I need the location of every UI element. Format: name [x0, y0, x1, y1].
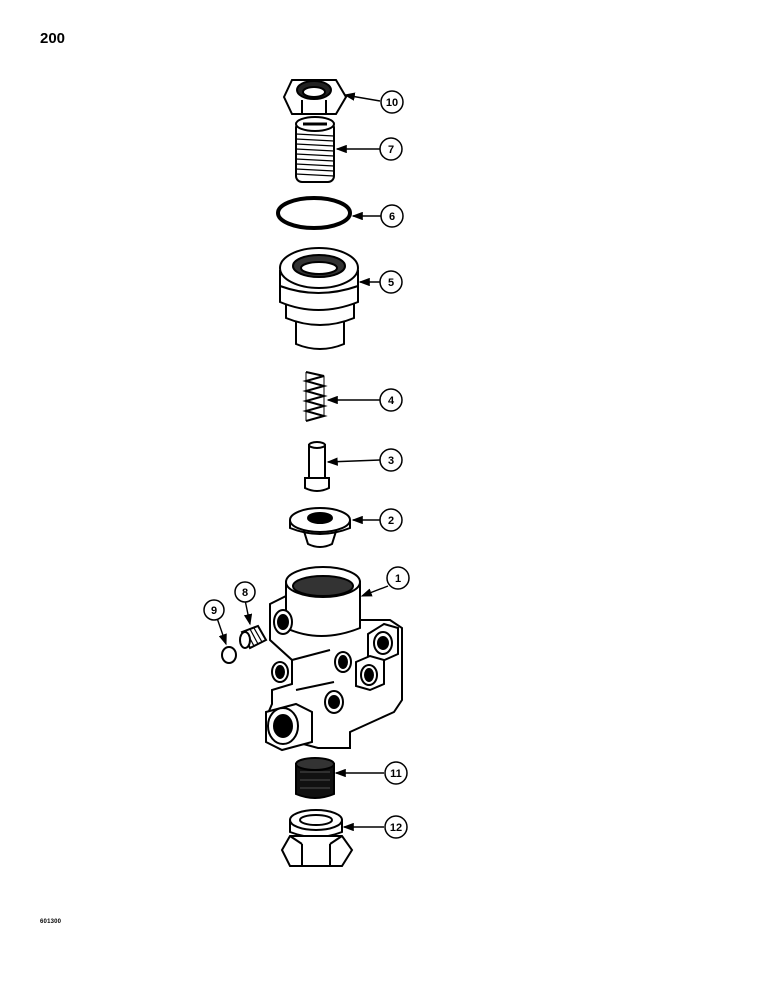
callout-2: 2 — [379, 508, 403, 532]
callout-10: 10 — [380, 90, 404, 114]
part-7-set-screw — [295, 116, 335, 183]
part-5-plug — [279, 247, 359, 350]
part-4-spring — [302, 371, 328, 422]
callout-1: 1 — [386, 566, 410, 590]
svg-text:2: 2 — [388, 515, 394, 527]
svg-text:6: 6 — [389, 211, 395, 223]
callouts: 10 7 6 5 4 3 2 1 — [203, 90, 410, 839]
part-9-ball — [221, 646, 237, 664]
callout-12: 12 — [384, 815, 408, 839]
callout-5: 5 — [379, 270, 403, 294]
svg-text:12: 12 — [390, 822, 402, 834]
page-number: 200 — [40, 30, 66, 47]
part-8-small-screw — [239, 624, 268, 650]
part-1-valve-body — [264, 566, 403, 752]
callout-4: 4 — [379, 388, 403, 412]
svg-text:3: 3 — [388, 455, 394, 467]
svg-text:4: 4 — [388, 395, 395, 407]
callout-8: 8 — [234, 581, 256, 603]
part-11-screen — [295, 757, 335, 799]
svg-text:10: 10 — [386, 97, 398, 109]
part-10-hex-nut — [282, 79, 348, 115]
callout-9: 9 — [203, 599, 225, 621]
svg-text:1: 1 — [395, 573, 401, 585]
part-2-seat — [289, 507, 351, 548]
callout-3: 3 — [379, 448, 403, 472]
part-3-poppet-pin — [304, 441, 330, 492]
part-6-o-ring — [276, 196, 352, 230]
svg-text:11: 11 — [390, 768, 402, 780]
callout-6: 6 — [380, 204, 404, 228]
callout-11: 11 — [384, 761, 408, 785]
svg-text:7: 7 — [388, 144, 394, 156]
svg-text:9: 9 — [211, 605, 217, 617]
part-12-hex-plug — [280, 809, 354, 867]
callout-7: 7 — [379, 137, 403, 161]
svg-text:8: 8 — [242, 587, 248, 599]
svg-text:5: 5 — [388, 277, 394, 289]
leader-lines — [216, 92, 389, 832]
figure-code: 601300 — [40, 919, 62, 925]
